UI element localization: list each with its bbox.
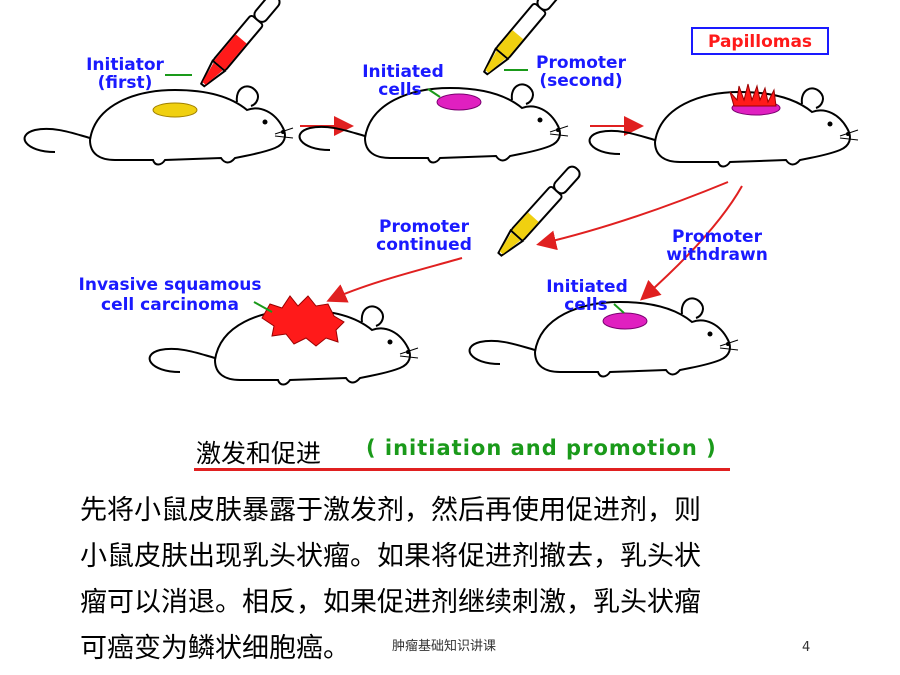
initiation-promotion-diagram: Initiator (first) Initiated cells Promot…: [23, 0, 859, 386]
promoter-continued-label: Promoter: [379, 217, 470, 237]
dropper-initiator-icon: [195, 0, 284, 92]
promoter-second-label-sub: (second): [539, 71, 622, 91]
arrow-promoter-continued: [536, 181, 729, 251]
page-number: 4: [802, 640, 811, 655]
carcinoma-label-sub: cell carcinoma: [101, 295, 239, 315]
initiator-label: Initiator: [86, 55, 164, 75]
body-line: 可癌变为鳞状细胞癌。: [80, 633, 350, 664]
promoter-withdrawn-label: Promoter: [672, 227, 763, 247]
initiated-cells-label: Initiated: [362, 62, 444, 82]
body-paragraph: 先将小鼠皮肤暴露于激发剂，然后再使用促进剂，则 小鼠皮肤出现乳头状瘤。如果将促进…: [80, 488, 850, 672]
body-line: 先将小鼠皮肤暴露于激发剂，然后再使用促进剂，则: [80, 495, 701, 526]
papillomas-label: Papillomas: [708, 32, 812, 52]
mouse-initiated: [298, 83, 569, 164]
mouse-initiator: [23, 85, 294, 166]
carcinoma-pointer: [253, 301, 273, 313]
body-line: 瘤可以消退。相反，如果促进剂继续刺激，乳头状瘤: [80, 587, 701, 618]
title-row: 激发和促进 ( initiation and promotion ): [194, 428, 730, 471]
body-line: 小鼠皮肤出现乳头状瘤。如果将促进剂撤去，乳头状: [80, 541, 701, 572]
initiator-spot: [152, 102, 198, 118]
promoter-withdrawn-label-sub: withdrawn: [666, 245, 768, 265]
promoter-second-label: Promoter: [536, 53, 627, 73]
papilloma-growths: [729, 83, 777, 107]
papillomas-box: [691, 27, 829, 55]
promoter-continued-label-sub: continued: [376, 235, 472, 255]
dropper-promoter-icon: [478, 0, 567, 80]
title-english: ( initiation and promotion ): [366, 436, 717, 460]
carcinoma-label: Invasive squamous: [79, 275, 262, 295]
initiated-spot-2: [602, 312, 648, 330]
footer-text: 肿瘤基础知识讲课: [392, 639, 497, 654]
initiated-pointer: [427, 88, 441, 98]
initiated-spot: [436, 93, 482, 111]
carcinoma-tumor: [261, 295, 345, 347]
initiated-cells-label-2: Initiated: [546, 277, 628, 297]
mouse-papillomas: [588, 87, 859, 168]
initiator-label-sub: (first): [98, 73, 153, 93]
initiated-pointer-2: [613, 303, 625, 314]
title-chinese: 激发和促进: [196, 439, 322, 468]
initiated-cells-label-2-sub: cells: [564, 295, 607, 315]
initiated-cells-label-sub: cells: [378, 80, 421, 100]
dropper-continued-icon: [492, 162, 584, 261]
arrow-promoter-withdrawn: [640, 185, 743, 301]
arrow-carcinoma: [326, 257, 463, 303]
